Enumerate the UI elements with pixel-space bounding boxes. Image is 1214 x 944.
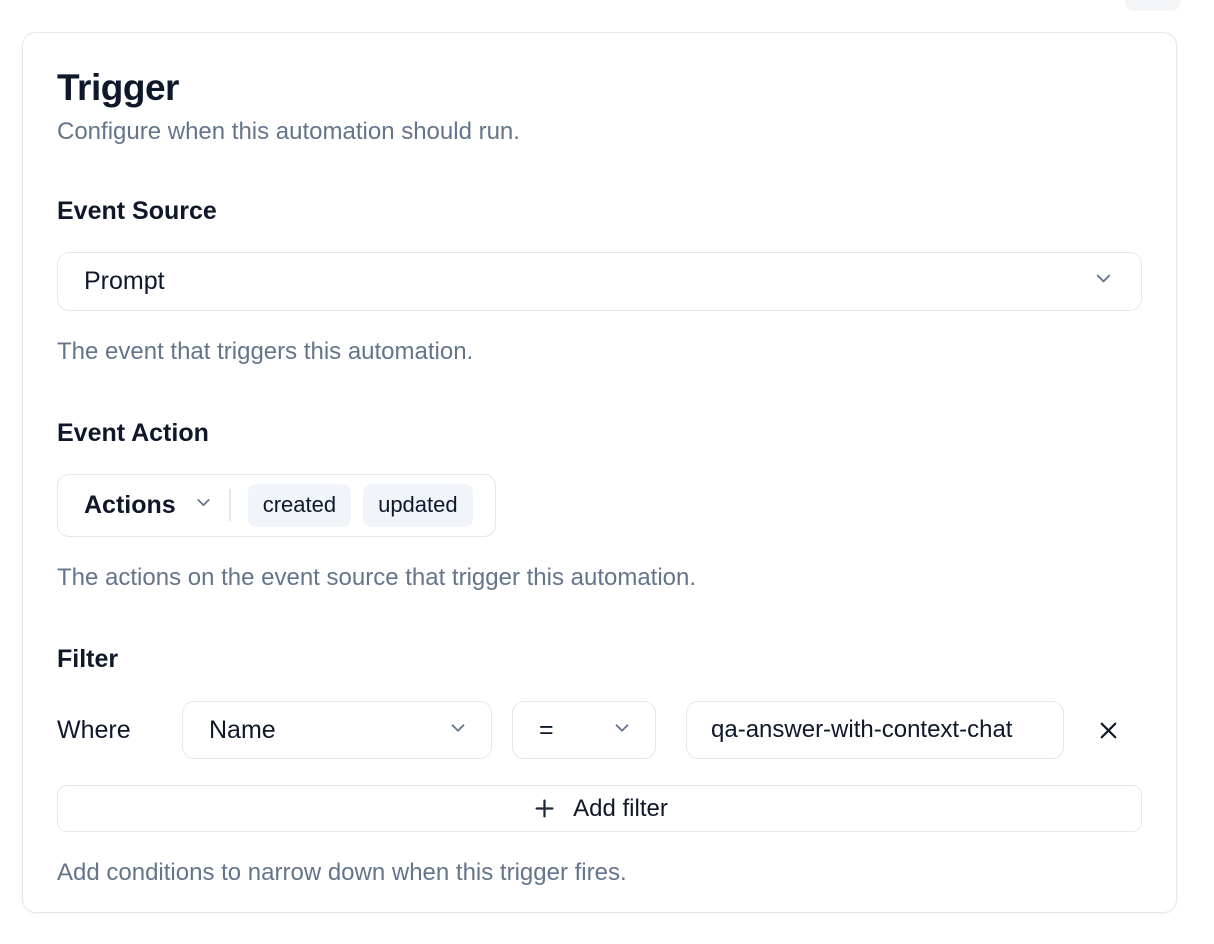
add-filter-label: Add filter <box>573 794 668 822</box>
event-source-select[interactable]: Prompt <box>57 252 1142 312</box>
filter-operator-select[interactable]: = <box>512 701 656 760</box>
action-chip-updated: updated <box>363 483 473 527</box>
page-title: Trigger <box>57 67 179 108</box>
trigger-card: Trigger Configure when this automation s… <box>22 32 1177 913</box>
where-label: Where <box>57 715 131 744</box>
partially-visible-element <box>1125 0 1181 11</box>
close-icon <box>1095 717 1122 744</box>
filter-label: Filter <box>57 644 119 673</box>
filter-field-value: Name <box>209 715 276 744</box>
action-chip-created: created <box>247 483 352 527</box>
filter-section: Filter Where Name = <box>57 645 1142 889</box>
plus-icon <box>531 795 558 822</box>
chevron-down-icon <box>193 492 214 518</box>
event-action-dropdown[interactable]: Actions created updated <box>57 473 496 537</box>
chevron-down-icon <box>611 717 633 744</box>
filter-operator-value: = <box>539 715 554 744</box>
add-filter-button[interactable]: Add filter <box>57 785 1142 833</box>
page-subtitle: Configure when this automation should ru… <box>57 118 520 146</box>
filter-value-input[interactable] <box>686 701 1064 760</box>
chevron-down-icon <box>447 717 469 744</box>
filter-field-select[interactable]: Name <box>182 701 492 760</box>
filter-condition-row: Where Name = <box>57 701 1142 760</box>
actions-dropdown-label: Actions <box>84 490 176 519</box>
event-action-section: Event Action Actions created updated The… <box>57 419 1142 593</box>
chevron-down-icon <box>1092 267 1115 297</box>
filter-helper: Add conditions to narrow down when this … <box>57 859 627 887</box>
event-action-label: Event Action <box>57 418 209 447</box>
divider <box>228 489 231 522</box>
remove-filter-button[interactable] <box>1088 710 1128 750</box>
selected-actions: created updated <box>247 483 473 527</box>
event-source-value: Prompt <box>84 267 165 296</box>
event-source-section: Event Source Prompt The event that trigg… <box>57 197 1142 367</box>
event-source-label: Event Source <box>57 197 217 226</box>
event-source-helper: The event that triggers this automation. <box>57 338 474 366</box>
event-action-helper: The actions on the event source that tri… <box>57 563 697 591</box>
